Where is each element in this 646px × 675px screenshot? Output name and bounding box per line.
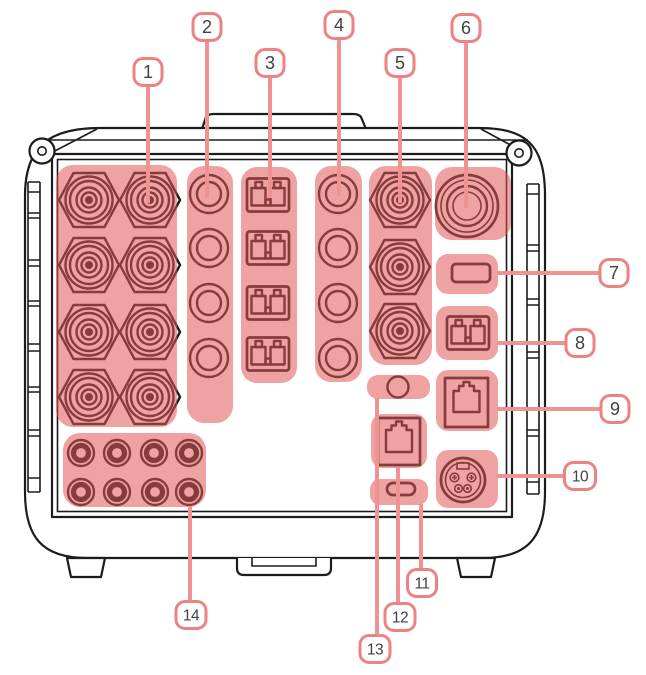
- highlight-region-14: [63, 433, 206, 507]
- svg-text:2: 2: [202, 17, 212, 37]
- callout-badge-5: 5: [384, 48, 416, 78]
- left-foot: [65, 556, 107, 579]
- highlight-region-8: [436, 306, 498, 360]
- callout-badge-14: 14: [174, 600, 208, 630]
- handle-bump: [200, 112, 368, 131]
- svg-text:9: 9: [610, 399, 620, 419]
- callout-badge-10: 10: [563, 461, 597, 491]
- highlight-region-4: [315, 166, 362, 382]
- svg-text:1: 1: [143, 62, 153, 82]
- highlight-region-10: [436, 450, 498, 508]
- highlight-region-1: [56, 165, 177, 427]
- callout-badge-13: 13: [358, 634, 392, 664]
- highlight-region-2: [187, 166, 233, 423]
- svg-text:8: 8: [575, 333, 585, 353]
- right-foot: [455, 556, 497, 579]
- left-mounting-rail: [27, 181, 41, 493]
- svg-text:4: 4: [334, 15, 344, 35]
- callout-badge-7: 7: [598, 258, 630, 288]
- callout-badge-4: 4: [323, 10, 355, 40]
- highlight-region-6: [435, 167, 511, 240]
- svg-text:6: 6: [461, 18, 471, 38]
- svg-text:7: 7: [609, 263, 619, 283]
- callout-badge-8: 8: [564, 328, 596, 358]
- highlight-region-3: [241, 167, 297, 383]
- highlight-region-13: [367, 375, 430, 399]
- highlight-region-5: [369, 166, 432, 365]
- callout-badge-3: 3: [254, 48, 286, 78]
- callout-badge-2: 2: [191, 12, 223, 42]
- svg-text:5: 5: [395, 53, 405, 73]
- highlight-region-7: [436, 254, 498, 294]
- callout-badges: 1 2 3 4 5 6 7 8: [132, 10, 631, 664]
- svg-text:13: 13: [367, 642, 383, 659]
- highlight-regions: [56, 165, 511, 508]
- callout-badge-11: 11: [406, 568, 438, 598]
- callout-badge-1: 1: [132, 57, 164, 87]
- connector-panel: [50, 152, 514, 519]
- highlight-region-9: [436, 370, 498, 431]
- svg-text:14: 14: [183, 608, 200, 625]
- corner-screw-left: [28, 137, 56, 165]
- right-mounting-rail: [526, 183, 540, 495]
- svg-text:10: 10: [572, 469, 589, 486]
- corner-screw-right: [505, 139, 533, 167]
- highlight-region-12: [371, 414, 427, 468]
- svg-text:3: 3: [265, 53, 275, 73]
- callout-badge-9: 9: [599, 394, 631, 424]
- callout-badge-6: 6: [450, 13, 482, 43]
- leader-lines: [146, 38, 602, 636]
- callout-badge-12: 12: [383, 602, 417, 632]
- svg-text:11: 11: [414, 576, 429, 593]
- svg-text:12: 12: [392, 610, 408, 627]
